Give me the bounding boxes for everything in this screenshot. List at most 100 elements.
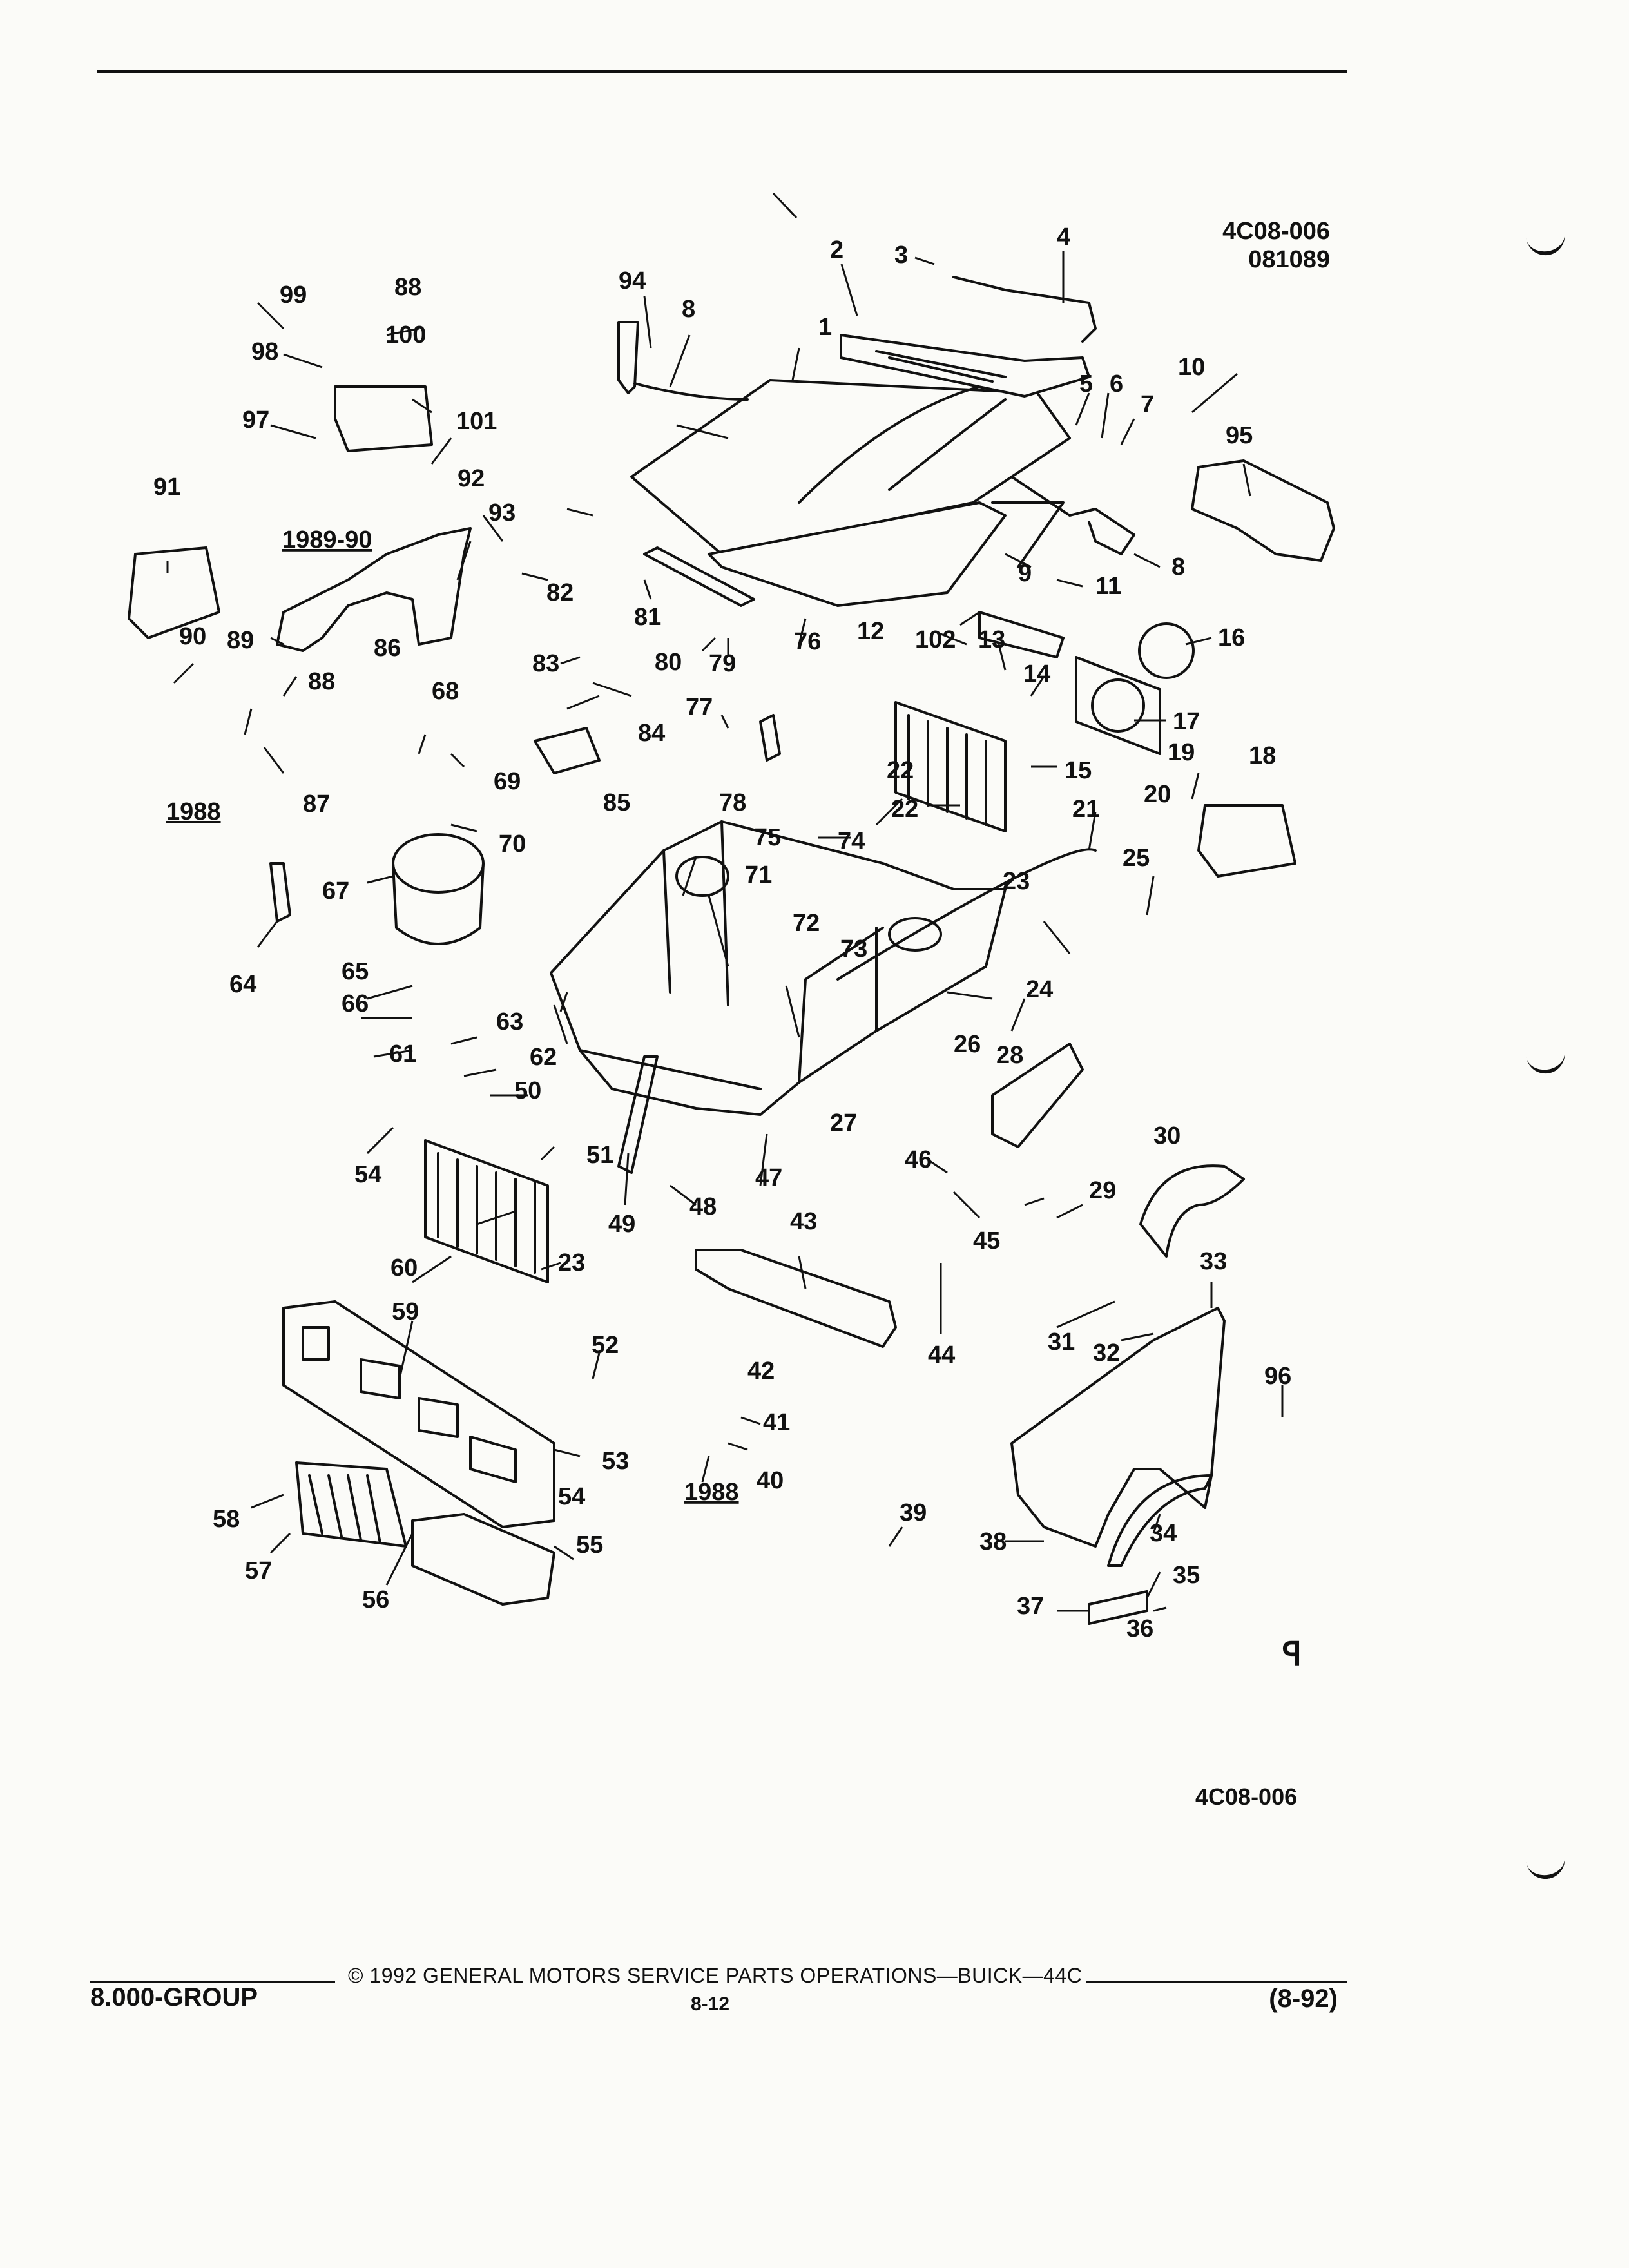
callout: 72: [793, 910, 820, 937]
year-label: 1988: [166, 798, 221, 825]
callout: 63: [496, 1008, 523, 1035]
callout: 56: [362, 1586, 389, 1613]
callout: 59: [392, 1298, 419, 1325]
callout: 39: [900, 1499, 927, 1526]
callout: 31: [1048, 1329, 1075, 1356]
callout: 98: [251, 338, 278, 365]
callout: 74: [838, 828, 865, 855]
callout: 22: [891, 796, 918, 823]
figure-code: 4C08-006: [1222, 218, 1330, 245]
footer-page-number: 8-12: [691, 1994, 730, 2015]
callout: 51: [586, 1142, 613, 1169]
footer-rule-left: [90, 1981, 335, 1983]
callout: 85: [603, 789, 630, 816]
front-bumper: [695, 1249, 897, 1348]
callout: 10: [1178, 354, 1205, 381]
callout: 41: [763, 1409, 790, 1436]
callout: 46: [905, 1146, 932, 1173]
front-fender-right: [1010, 1307, 1226, 1548]
callout: 92: [458, 465, 485, 492]
top-rule: [97, 70, 1347, 73]
callout: 69: [494, 768, 521, 795]
callout: 48: [689, 1193, 717, 1220]
front-fender-left: [276, 527, 472, 652]
publisher-logo-icon: ꟼ: [1282, 1636, 1302, 1672]
callout: 33: [1200, 1248, 1227, 1275]
callout: 28: [996, 1042, 1023, 1069]
footer-group: 8.000-GROUP: [90, 1983, 258, 2012]
callout: 36: [1126, 1615, 1153, 1642]
callout: 1: [818, 314, 832, 341]
hood-hinge-right: [1010, 476, 1135, 555]
callout: 49: [608, 1211, 635, 1238]
callout: 61: [389, 1041, 416, 1068]
callout: 9: [1018, 560, 1032, 587]
callout: 32: [1093, 1340, 1120, 1367]
callout: 54: [558, 1483, 585, 1510]
callout: 23: [558, 1249, 585, 1276]
callout: 64: [229, 971, 256, 998]
hood-inner-panel: [708, 501, 1007, 607]
radiator: [424, 1139, 549, 1283]
callout: 2: [830, 236, 843, 264]
bumper-stop-75: [759, 714, 781, 762]
callout: 80: [655, 649, 682, 676]
callout: 97: [242, 407, 269, 434]
callout: 16: [1218, 624, 1245, 651]
condenser: [894, 701, 1007, 832]
callout: 55: [576, 1532, 603, 1559]
callout: 66: [342, 990, 369, 1017]
part-drawings: [128, 276, 1335, 1625]
callout: 19: [1168, 739, 1195, 766]
callout: 40: [757, 1467, 784, 1494]
callout: 50: [514, 1077, 541, 1104]
grille: [295, 1461, 407, 1548]
callout: 3: [894, 242, 908, 269]
callout: 15: [1065, 757, 1092, 784]
fender-liner-right: [1191, 459, 1335, 562]
callout: 34: [1150, 1520, 1177, 1547]
callout: 6: [1110, 370, 1123, 398]
callout: 14: [1023, 660, 1050, 687]
callout: 78: [719, 789, 746, 816]
callout: 89: [227, 627, 254, 654]
cowl-vent-panel: [840, 334, 1090, 398]
callout: 94: [619, 267, 646, 294]
callout: 68: [432, 678, 459, 705]
callout: 42: [747, 1358, 775, 1385]
callout: 58: [213, 1506, 240, 1533]
callout: 67: [322, 878, 349, 905]
washer-reservoir: [334, 385, 433, 452]
hood-release-cable: [836, 848, 1097, 981]
callout-numbers: 1 2 3 4 5 6 7 8 8 9 10 11 12 13 14 15 16…: [153, 224, 1291, 1642]
callout: 101: [456, 408, 497, 435]
callout: 18: [1249, 742, 1276, 769]
callout: 62: [530, 1044, 557, 1071]
callout: 44: [928, 1341, 955, 1369]
callout: 54: [354, 1161, 381, 1188]
callout: 45: [973, 1227, 1000, 1254]
callout: 8: [682, 296, 695, 323]
callout: 4: [1057, 224, 1070, 251]
inner-wheelhouse: [1139, 1164, 1245, 1258]
headlamp-assembly: [411, 1513, 555, 1606]
callout: 77: [686, 694, 713, 721]
front-end-structure: [550, 820, 1007, 1116]
callout: 29: [1089, 1177, 1116, 1204]
callout: 100: [385, 322, 426, 349]
callout: 71: [745, 861, 772, 889]
callout: 26: [954, 1031, 981, 1058]
air-cleaner-duct: [128, 546, 220, 639]
callout: 75: [754, 824, 781, 851]
callout: 83: [532, 650, 559, 677]
radiator-upper-panel: [978, 611, 1065, 658]
callout: 13: [978, 626, 1005, 653]
footer-rule-right: [1086, 1981, 1347, 1983]
callout: 5: [1079, 370, 1093, 398]
callout: 90: [179, 623, 206, 650]
callout: 37: [1017, 1593, 1044, 1620]
support-brace-49: [617, 1055, 659, 1174]
callout: 82: [546, 579, 574, 606]
footer-copyright: © 1992 GENERAL MOTORS SERVICE PARTS OPER…: [348, 1964, 1083, 1987]
